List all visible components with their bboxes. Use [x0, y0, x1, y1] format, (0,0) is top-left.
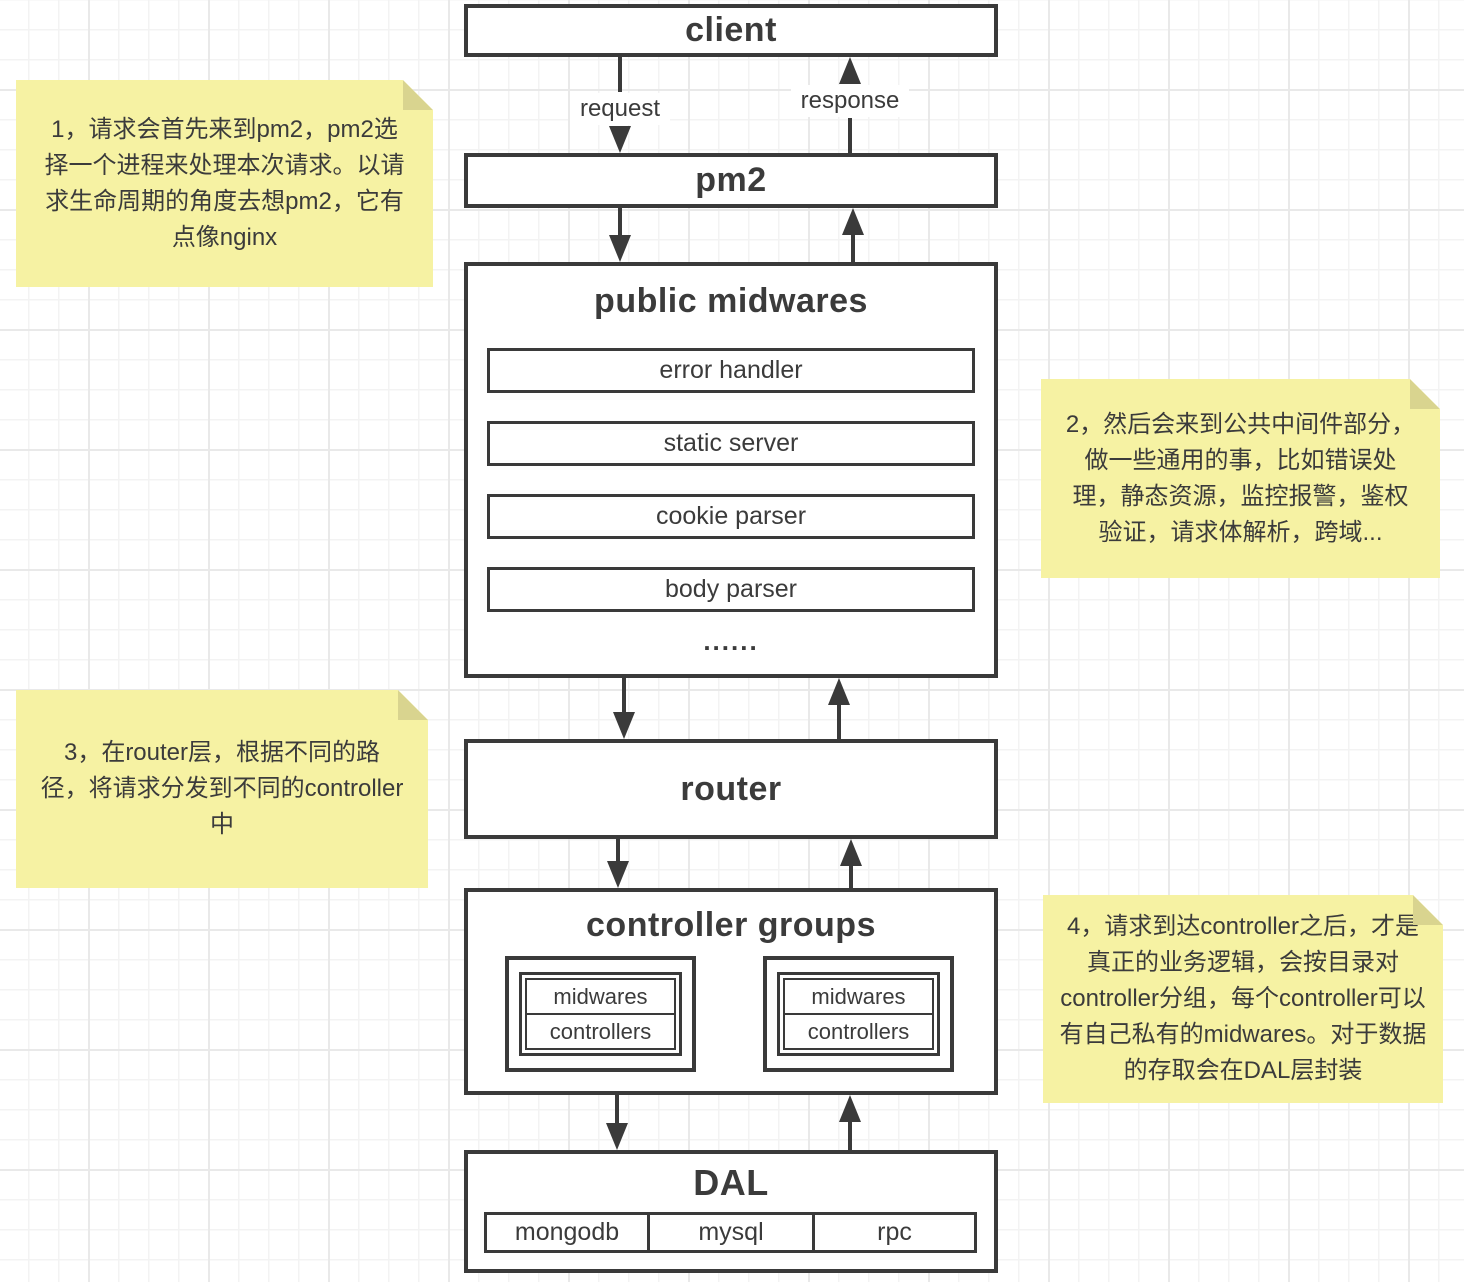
controller-group-1-inner: midwares controllers	[519, 972, 682, 1056]
sticky-note-3-text: 3，在router层，根据不同的路径，将请求分发到不同的controller中	[40, 739, 404, 838]
request-arrow: request	[565, 57, 675, 153]
arrow-shaft	[615, 1095, 619, 1123]
request-label: request	[569, 93, 671, 125]
public-midwares-title: public midwares	[594, 282, 868, 320]
arrow-shaft	[618, 208, 622, 235]
sticky-note-3: 3，在router层，根据不同的路径，将请求分发到不同的controller中	[16, 690, 428, 888]
midware-item-body-parser: body parser	[487, 567, 975, 612]
dal-cells: mongodb mysql rpc	[484, 1212, 977, 1253]
arrow-shaft	[849, 866, 853, 888]
arrowhead-icon	[609, 235, 631, 262]
node-dal: DAL mongodb mysql rpc	[464, 1150, 998, 1273]
response-arrow-shaft	[848, 118, 852, 153]
note-fold-corner	[1410, 379, 1440, 409]
midware-item-static-server: static server	[487, 421, 975, 466]
controller-group-2-inner: midwares controllers	[777, 972, 940, 1056]
request-arrow-shaft	[618, 57, 622, 92]
sticky-note-1-text: 1，请求会首先来到pm2，pm2选择一个进程来处理本次请求。以请求生命周期的角度…	[44, 115, 405, 251]
arrowhead-icon	[607, 861, 629, 888]
group1-midwares-cell: midwares	[525, 978, 676, 1015]
controller-groups-title: controller groups	[586, 906, 876, 944]
node-router: router	[464, 739, 998, 839]
flow-arrow-down-router-controllers	[563, 839, 673, 888]
node-client: client	[464, 4, 998, 57]
sticky-note-4-text: 4，请求到达controller之后，才是真正的业务逻辑，会按目录对contro…	[1059, 913, 1427, 1084]
response-arrow: response	[790, 57, 910, 153]
node-pm2: pm2	[464, 153, 998, 208]
flow-arrow-down-midwares-router	[569, 678, 679, 739]
arrowhead-icon	[606, 1123, 628, 1150]
flow-arrow-up-controllers-router	[796, 839, 906, 888]
sticky-note-1: 1，请求会首先来到pm2，pm2选择一个进程来处理本次请求。以请求生命周期的角度…	[16, 80, 433, 287]
flow-arrow-up-midwares-pm2	[798, 208, 908, 262]
midware-item-error-handler: error handler	[487, 348, 975, 393]
response-label: response	[790, 85, 910, 117]
request-arrowhead-icon	[609, 126, 631, 153]
arrowhead-icon	[828, 678, 850, 705]
arrowhead-icon	[839, 1095, 861, 1122]
note-fold-corner	[398, 690, 428, 720]
node-controller-groups: controller groups midwares controllers m…	[464, 888, 998, 1095]
controller-group-1: midwares controllers	[505, 956, 696, 1072]
group1-controllers-cell: controllers	[525, 1013, 676, 1050]
dal-cell-rpc: rpc	[812, 1212, 977, 1253]
flow-arrow-down-pm2-midwares	[565, 208, 675, 262]
flow-arrow-down-controllers-dal	[562, 1095, 672, 1150]
sticky-note-4: 4，请求到达controller之后，才是真正的业务逻辑，会按目录对contro…	[1043, 895, 1443, 1103]
group2-controllers-cell: controllers	[783, 1013, 934, 1050]
arrow-shaft	[622, 678, 626, 712]
group2-midwares-cell: midwares	[783, 978, 934, 1015]
flow-arrow-up-router-midwares	[784, 678, 894, 739]
flow-arrow-up-dal-controllers	[795, 1095, 905, 1150]
note-fold-corner	[1413, 895, 1443, 925]
arrow-shaft	[851, 235, 855, 262]
note-fold-corner	[403, 80, 433, 110]
arrowhead-icon	[842, 208, 864, 235]
midware-item-cookie-parser: cookie parser	[487, 494, 975, 539]
response-arrowhead-icon	[839, 57, 861, 84]
arrow-shaft	[848, 1122, 852, 1150]
node-router-label: router	[680, 769, 782, 808]
dal-cell-mongodb: mongodb	[484, 1212, 650, 1253]
midwares-ellipsis: ......	[703, 626, 759, 656]
arrow-shaft	[837, 705, 841, 739]
arrow-shaft	[616, 839, 620, 861]
controller-group-2: midwares controllers	[763, 956, 954, 1072]
node-client-label: client	[685, 11, 777, 49]
dal-title: DAL	[693, 1162, 769, 1203]
arrowhead-icon	[840, 839, 862, 866]
node-pm2-label: pm2	[695, 161, 767, 199]
arrowhead-icon	[613, 712, 635, 739]
sticky-note-2-text: 2，然后会来到公共中间件部分，做一些通用的事，比如错误处理，静态资源，监控报警，…	[1065, 410, 1416, 546]
dal-cell-mysql: mysql	[647, 1212, 815, 1253]
sticky-note-2: 2，然后会来到公共中间件部分，做一些通用的事，比如错误处理，静态资源，监控报警，…	[1041, 379, 1440, 578]
node-public-midwares: public midwares error handler static ser…	[464, 262, 998, 678]
